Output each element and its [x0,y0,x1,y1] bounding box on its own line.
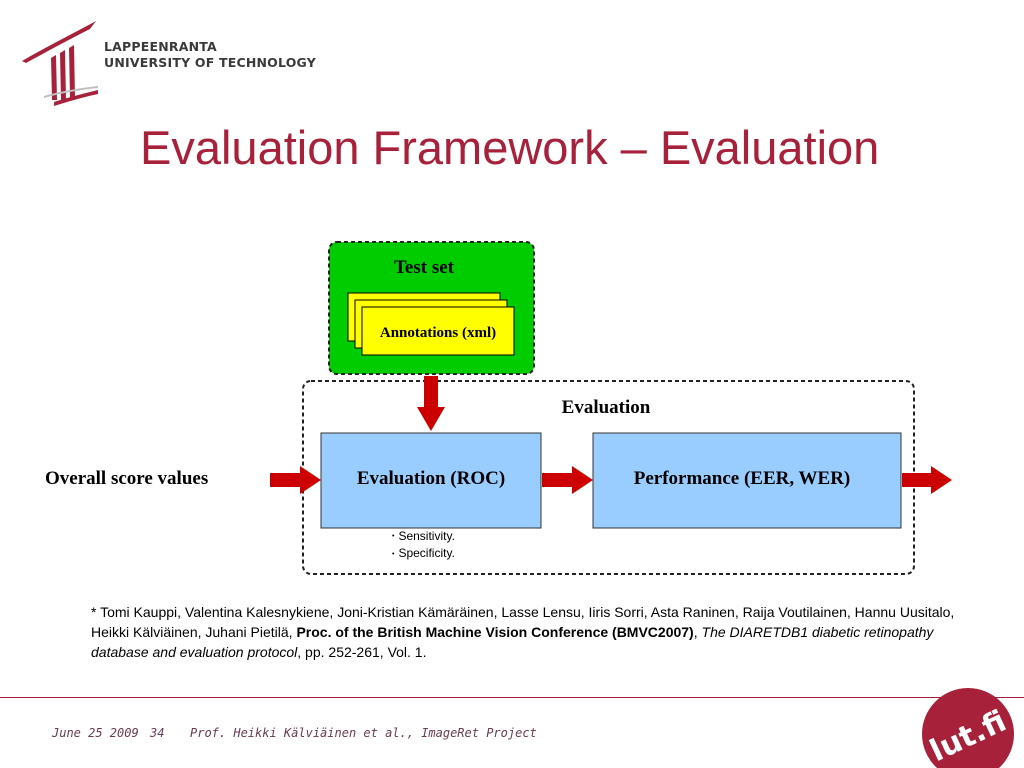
input-arrow [270,466,321,494]
reference-separator: , [693,624,702,640]
metric-sensitivity: Sensitivity. [392,528,454,545]
annotation-sheet-front [361,306,515,356]
reference-text: * Tomi Kauppi, Valentina Kalesnykiene, J… [91,602,971,662]
performance-box [592,432,902,529]
footer-divider [0,697,1024,698]
reference-venue: Proc. of the British Machine Vision Conf… [296,624,694,640]
metric-specificity: Specificity. [392,545,454,562]
roc-to-performance-arrow [542,466,593,494]
university-name-line1: LAPPEENRANTA [104,39,217,54]
reference-paper-title: The DIARETDB1 diabetic retinopathy datab… [91,624,934,660]
evaluation-group-label: Evaluation [562,397,651,418]
roc-box [320,432,542,529]
footer-author: Prof. Heikki Kälviäinen et al., ImageRet… [190,726,537,740]
university-logo: LAPPEENRANTA UNIVERSITY OF TECHNOLOGY [18,18,316,108]
reference-authors: * Tomi Kauppi, Valentina Kalesnykiene, J… [91,604,955,640]
lutfi-badge-circle [922,688,1014,768]
lutfi-badge: lut.fi [922,688,1014,768]
output-arrow [902,466,952,494]
roc-box-label: Evaluation (ROC) [357,468,505,489]
performance-box-label: Performance (EER, WER) [634,468,851,489]
university-name-line2: UNIVERSITY OF TECHNOLOGY [104,55,316,70]
university-emblem-icon [22,21,98,106]
footer-page-number: 34 [150,726,165,740]
reference-pages: , pp. 252-261, Vol. 1. [297,644,427,660]
down-arrow [417,376,445,431]
metrics-list: Sensitivity. Specificity. [392,528,454,563]
test-set-label: Test set [394,257,455,278]
input-label: Overall score values [45,468,208,489]
slide-title: Evaluation Framework – Evaluation [140,121,880,174]
footer-date: June 25 2009 [52,726,139,740]
annotations-label: Annotations (xml) [380,325,496,341]
